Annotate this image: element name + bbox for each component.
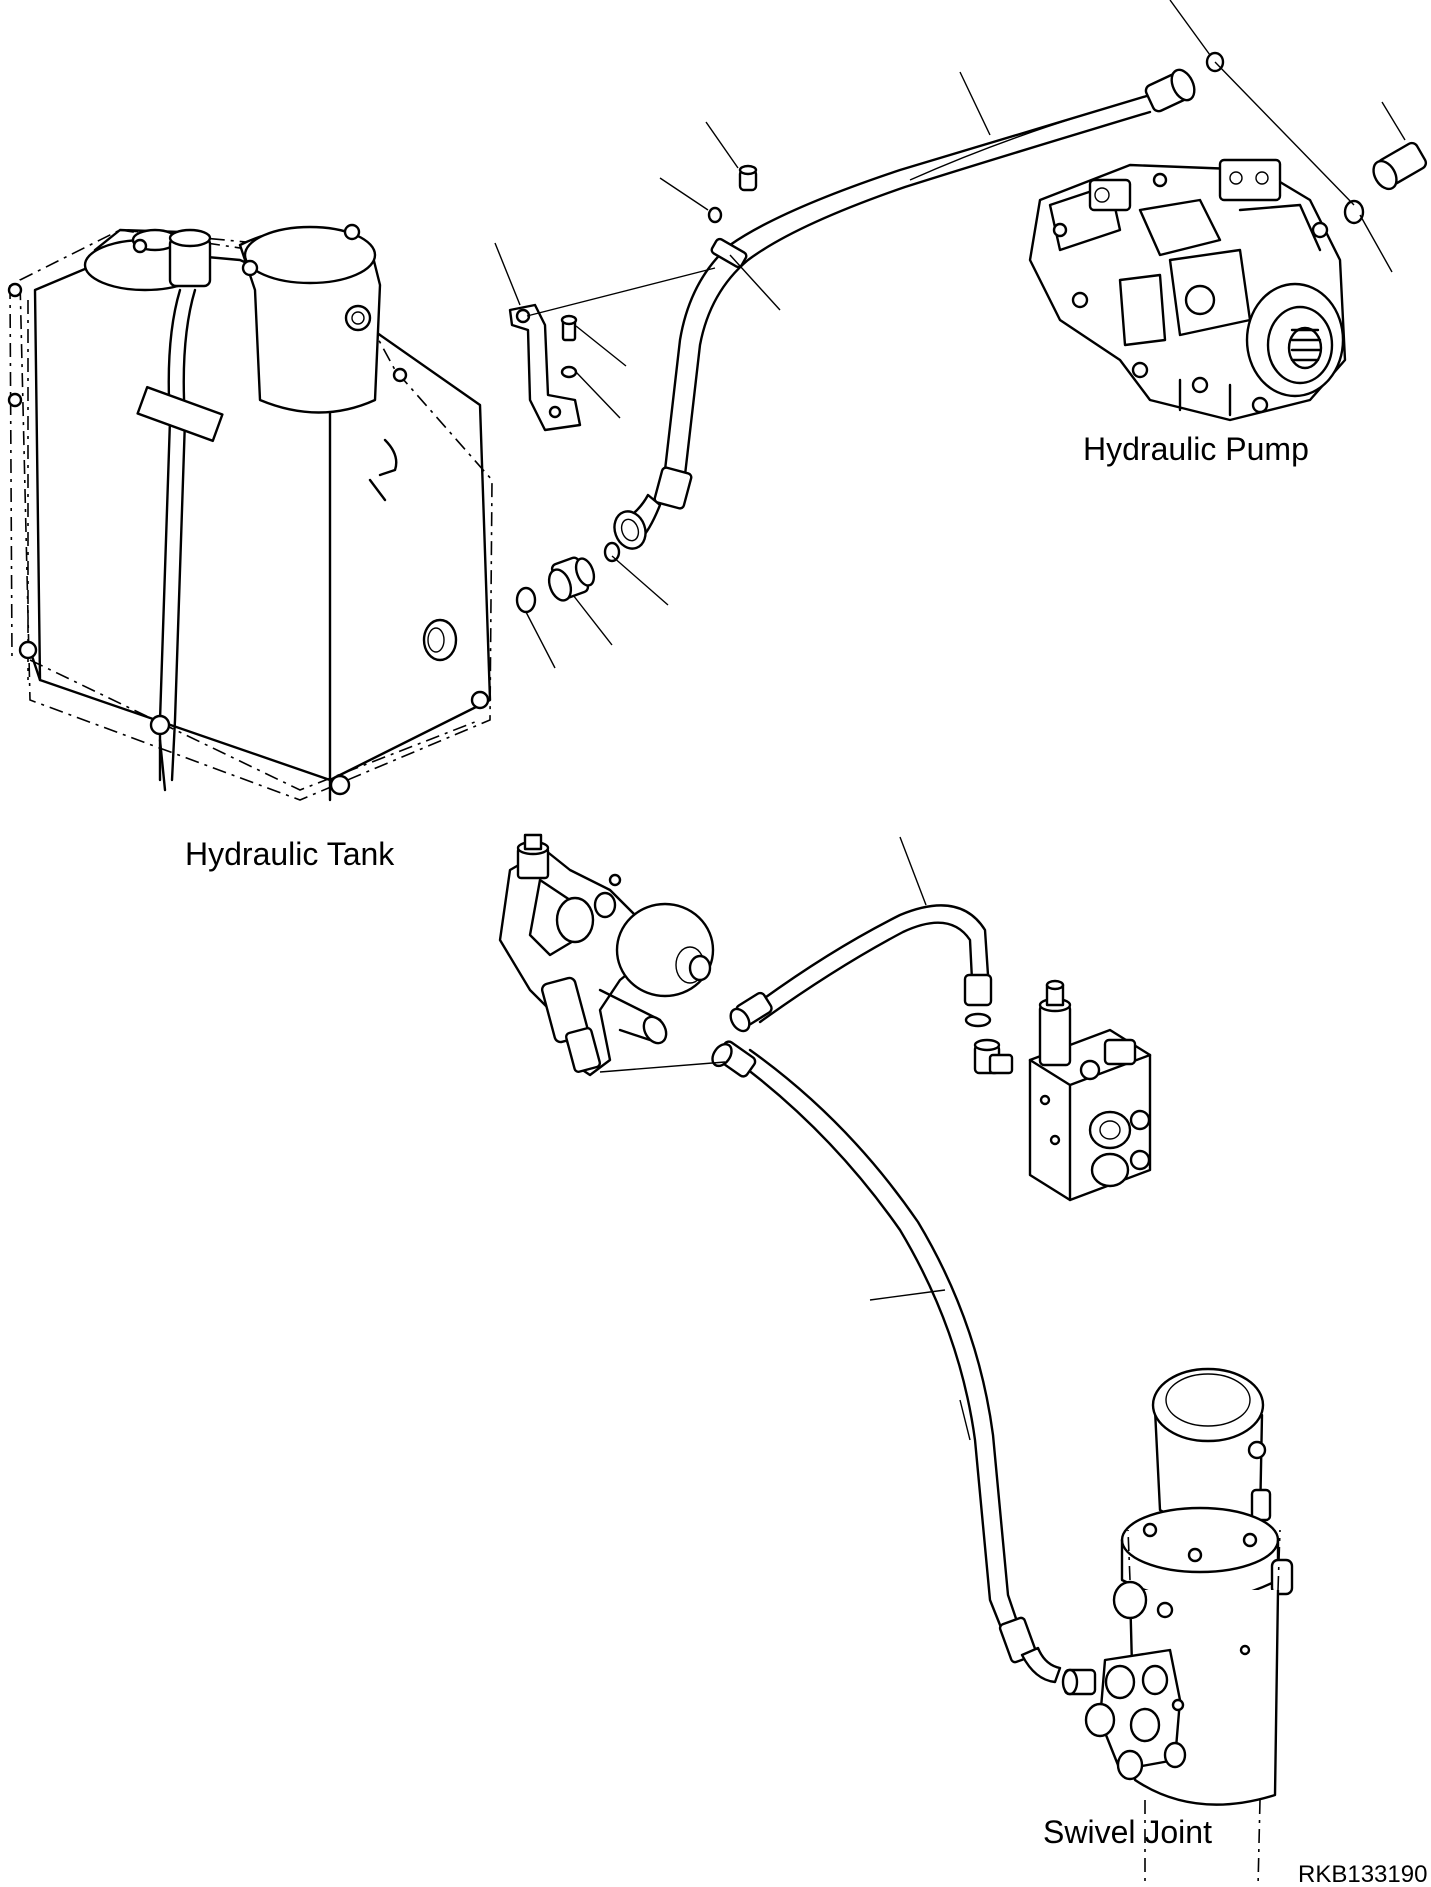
drawing-code: RKB133190 (1298, 1861, 1427, 1887)
hose-icon (711, 1040, 1062, 1684)
label-hydraulic-tank: Hydraulic Tank (185, 836, 395, 872)
hydraulic-tank-icon (7, 223, 493, 802)
hose-icon (729, 904, 993, 1033)
fitting-icon (738, 164, 758, 192)
upper-hose (613, 68, 1196, 550)
valve-block-icon (1028, 979, 1152, 1202)
swivel-joint-icon (1061, 1367, 1294, 1887)
label-hydraulic-pump: Hydraulic Pump (1083, 431, 1309, 467)
hydraulic-pump-icon (1028, 158, 1347, 422)
bracket-icon (508, 303, 582, 432)
fitting-icon (1372, 141, 1428, 191)
label-swivel-joint: Swivel Joint (1043, 1814, 1212, 1850)
fitting-icon (547, 556, 596, 602)
fitting-icon (973, 1038, 1014, 1075)
valve-block-icon (498, 833, 715, 1077)
fitting-icon (613, 466, 693, 550)
o-ring-icon (515, 51, 1365, 614)
fitting-icon (1144, 68, 1196, 113)
leader-lines (494, 0, 1406, 1301)
